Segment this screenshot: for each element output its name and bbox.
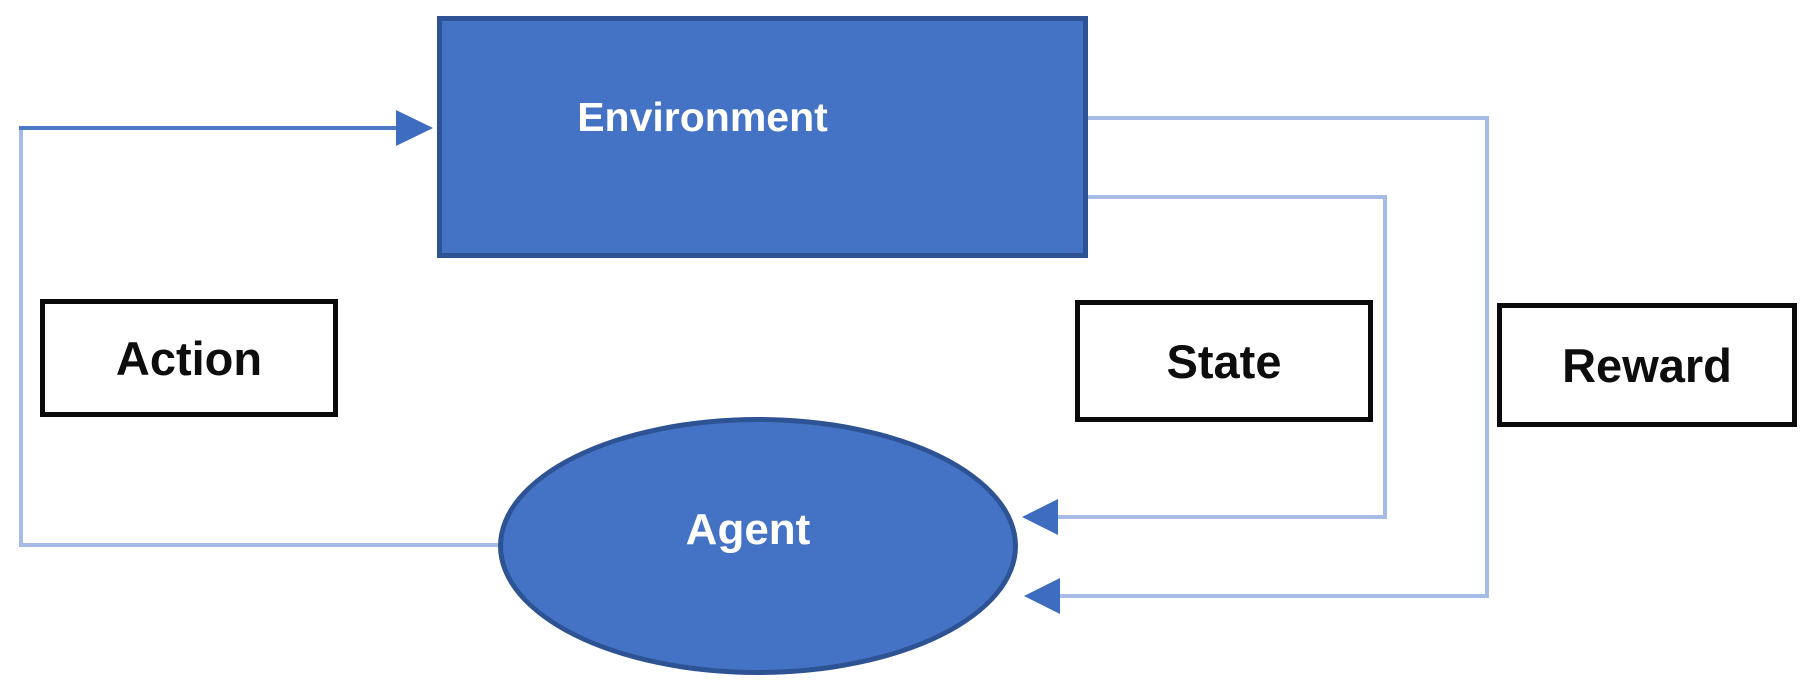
reward-arrow-line bbox=[1060, 116, 1489, 598]
action-label-box: Action bbox=[40, 299, 338, 417]
action-arrow-line bbox=[19, 128, 506, 547]
state-arrow-line bbox=[1058, 195, 1387, 519]
environment-label: Environment bbox=[577, 93, 828, 140]
state-label: State bbox=[1166, 334, 1282, 388]
reward-label-box: Reward bbox=[1497, 303, 1797, 427]
arrowhead-to-environment-icon bbox=[396, 110, 433, 146]
agent-node: Agent bbox=[498, 417, 1018, 675]
state-label-box: State bbox=[1075, 300, 1373, 422]
environment-node: Environment bbox=[437, 16, 1088, 258]
arrowhead-to-agent-reward-icon bbox=[1024, 578, 1060, 614]
agent-label: Agent bbox=[685, 505, 811, 554]
reward-label: Reward bbox=[1562, 338, 1732, 392]
arrowhead-to-agent-state-icon bbox=[1022, 499, 1058, 535]
action-label: Action bbox=[115, 331, 263, 385]
